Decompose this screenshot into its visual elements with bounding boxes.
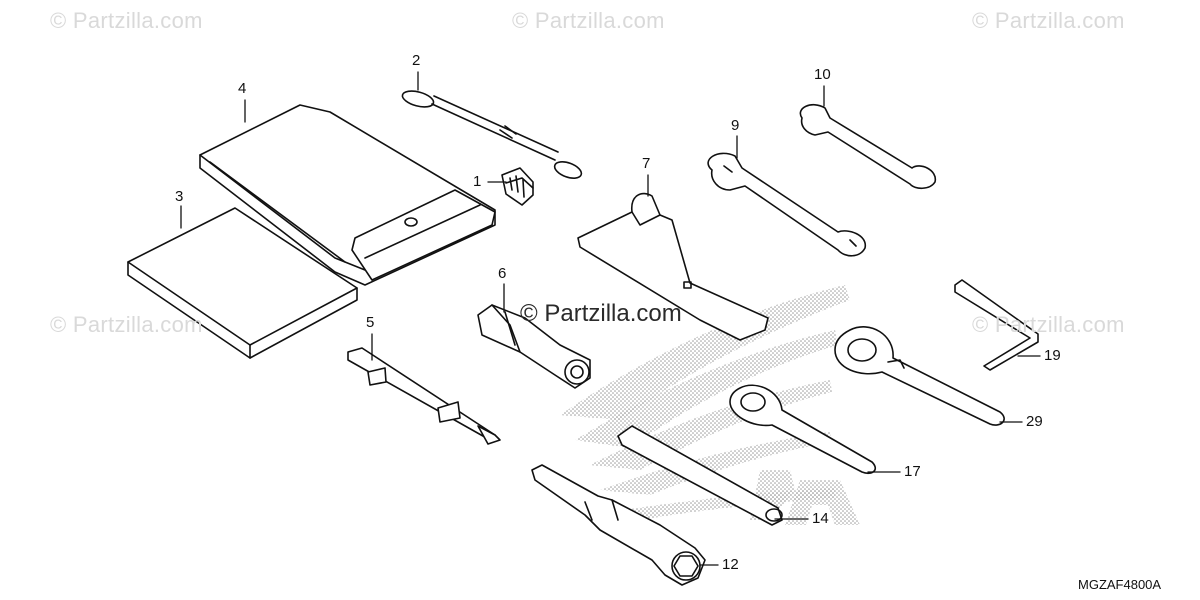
callout-14: 14 [812,510,829,527]
socket-wrench-part-12 [531,464,706,586]
callout-1: 1 [473,173,482,190]
callout-12: 12 [722,556,739,573]
clip-part-1 [501,167,534,206]
watermark-text: © Partzilla.com [50,312,203,337]
callout-4: 4 [238,80,247,97]
watermark-text: © Partzilla.com [512,8,665,33]
tool-bag-part-4 [199,104,496,286]
owners-manual-part-3 [127,207,358,359]
leader-lines [180,71,1041,566]
callout-10: 10 [814,66,831,83]
callout-17: 17 [904,463,921,480]
ring-wrench-part-29 [834,326,1005,426]
watermark-center-text: © Partzilla.com [520,300,682,327]
diagram-lines [127,71,1041,586]
callout-3: 3 [175,188,184,205]
screwdriver-handle-part-6 [477,304,591,389]
screwdriver-part-5 [347,347,501,445]
watermark-text: © Partzilla.com [972,8,1125,33]
callout-19: 19 [1044,347,1061,364]
callout-9: 9 [731,117,740,134]
diagram-code: MGZAF4800A [1078,577,1162,592]
wrench-part-9 [707,152,866,257]
watermark-text: © Partzilla.com [50,8,203,33]
hex-key-part-19 [954,279,1039,371]
callout-29: 29 [1026,413,1043,430]
callout-6: 6 [498,265,507,282]
callout-2: 2 [412,52,421,69]
callout-5: 5 [366,314,375,331]
watermark-text: © Partzilla.com [972,312,1125,337]
pin-spanner-part-7 [577,192,769,341]
callout-7: 7 [642,155,651,172]
extension-bar-part-14 [617,425,783,526]
wrench-part-10 [799,103,937,190]
ring-wrench-part-17 [729,384,877,475]
cable-part-2 [401,90,583,179]
